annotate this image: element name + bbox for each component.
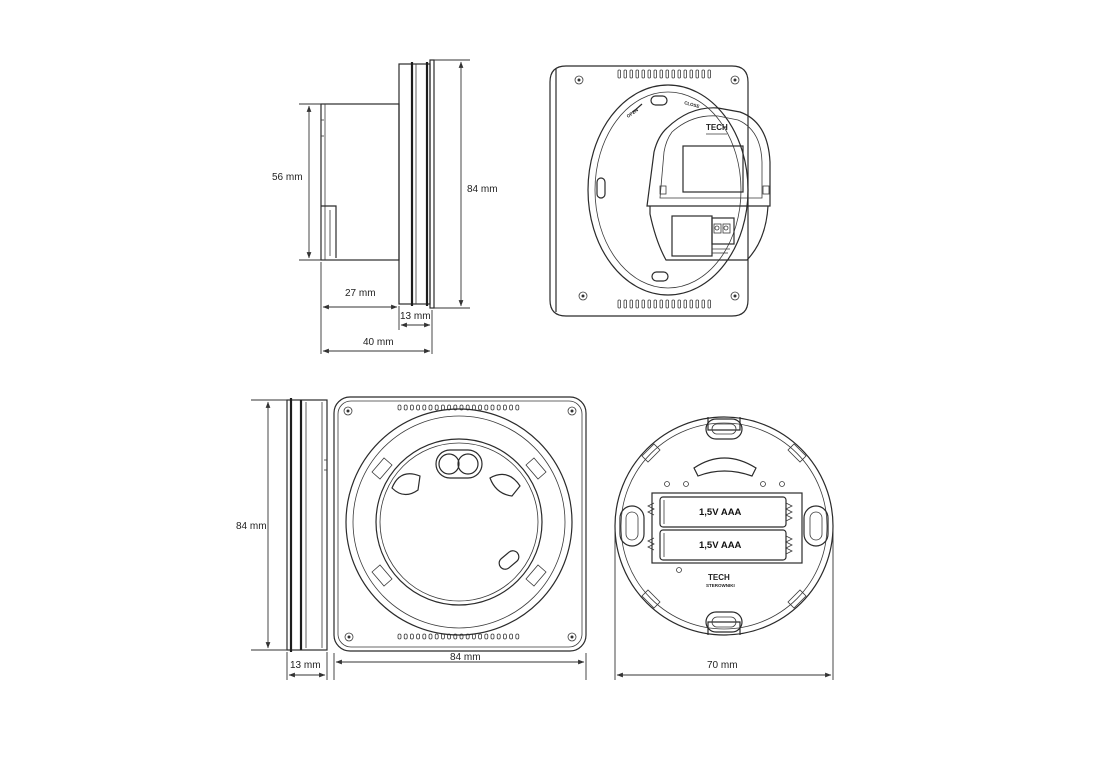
vent-slot (453, 404, 458, 411)
vent-slot (502, 633, 507, 640)
dim-27mm: 27 mm (345, 288, 376, 299)
dim-56mm: 56 mm (272, 172, 303, 183)
side-view-with-mounting-box (320, 59, 435, 309)
vent-slot (496, 404, 501, 411)
vent-slot (478, 633, 483, 640)
vent-slot (707, 69, 711, 79)
vent-slot (629, 299, 633, 309)
vent-slot (403, 633, 408, 640)
vent-slot (701, 299, 705, 309)
vent-slot (465, 633, 470, 640)
vent-slot (422, 633, 427, 640)
vent-slot (509, 633, 514, 640)
vent-slot (453, 633, 458, 640)
vent-slot (635, 69, 639, 79)
vent-slot (677, 299, 681, 309)
svg-text:OPEN: OPEN (626, 107, 639, 118)
vent-slot (701, 69, 705, 79)
vent-slot (416, 633, 421, 640)
vent-slot (683, 299, 687, 309)
vent-slot (695, 69, 699, 79)
vent-slot (623, 299, 627, 309)
vent-slot (397, 404, 402, 411)
base-logo: TECH (708, 573, 730, 582)
vent-slot (689, 69, 693, 79)
perspective-back-view: OPEN CLOSE TECH (549, 65, 771, 317)
module-logo: TECH (706, 123, 728, 132)
vent-slot (484, 633, 489, 640)
vent-slot (416, 404, 421, 411)
vent-slot (490, 404, 495, 411)
dimension-lines-bottom-left (251, 399, 328, 680)
dim-40mm: 40 mm (363, 337, 394, 348)
vent-slot (659, 69, 663, 79)
dim-13mm-bottom: 13 mm (290, 660, 321, 671)
vent-slot (428, 633, 433, 640)
vent-slot (629, 69, 633, 79)
dimension-lines-base (614, 530, 834, 680)
vent-slot (671, 69, 675, 79)
vent-slot (496, 633, 501, 640)
vent-slot (459, 633, 464, 640)
vent-slot (484, 404, 489, 411)
vent-slot (707, 299, 711, 309)
vent-slot (653, 69, 657, 79)
vent-slot (434, 633, 439, 640)
vent-slot (617, 69, 621, 79)
vent-slot (434, 404, 439, 411)
vent-slot (677, 69, 681, 79)
vent-slot (515, 633, 520, 640)
vent-slot (440, 633, 445, 640)
svg-text:CLOSE: CLOSE (684, 100, 700, 109)
vent-slot (490, 633, 495, 640)
vent-slot (671, 299, 675, 309)
vent-slot (665, 299, 669, 309)
dimension-lines-top-left (299, 59, 470, 354)
vent-slot (502, 404, 507, 411)
vent-slot (617, 299, 621, 309)
vent-slot (641, 299, 645, 309)
side-view-thin (286, 398, 328, 652)
vent-slot (478, 404, 483, 411)
vent-slot (440, 404, 445, 411)
vent-slot (665, 69, 669, 79)
vent-slot (409, 633, 414, 640)
battery-label-top: 1,5V AAA (699, 507, 742, 518)
vent-slot (422, 404, 427, 411)
vent-slot (465, 404, 470, 411)
back-plate-view (333, 396, 587, 652)
vent-slot (403, 404, 408, 411)
vent-slot (623, 69, 627, 79)
vent-slot (659, 299, 663, 309)
vent-slot (459, 404, 464, 411)
dim-70mm: 70 mm (707, 660, 738, 671)
dim-13mm-top: 13 mm (400, 311, 431, 322)
vent-slot (653, 299, 657, 309)
dim-84mm-bottom: 84 mm (450, 652, 481, 663)
vent-slot (683, 69, 687, 79)
base-logo-sub: STEROWNIKI (706, 583, 735, 588)
vent-slot (689, 299, 693, 309)
round-base-view (614, 416, 834, 636)
vent-slot (397, 633, 402, 640)
vent-slot (428, 404, 433, 411)
vent-slot (409, 404, 414, 411)
vent-slot (641, 69, 645, 79)
vent-slot (515, 404, 520, 411)
vent-slot (647, 69, 651, 79)
vent-slot (695, 299, 699, 309)
dim-84mm-right: 84 mm (467, 184, 498, 195)
vent-slot (509, 404, 514, 411)
vent-slot (647, 299, 651, 309)
dimension-lines-back-plate (333, 653, 587, 680)
dim-84mm-left: 84 mm (236, 521, 267, 532)
vent-slot (635, 299, 639, 309)
battery-label-bottom: 1,5V AAA (699, 540, 742, 551)
